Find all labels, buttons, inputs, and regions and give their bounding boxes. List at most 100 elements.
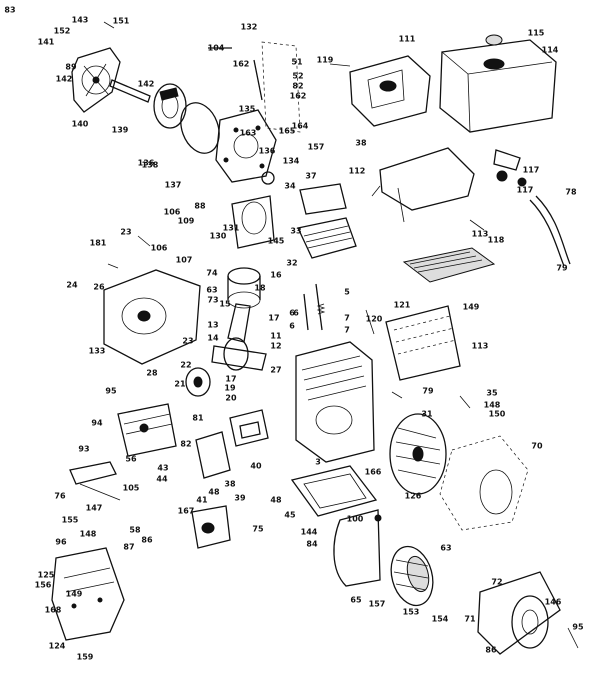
part-number-label: 96	[55, 537, 67, 547]
part-number-label: 56	[125, 454, 137, 464]
part-number-label: 124	[48, 641, 66, 651]
part-number-label: 164	[291, 121, 309, 131]
part-number-label: 26	[93, 282, 105, 292]
part-number-label: 5	[344, 287, 350, 297]
part-number-label: 151	[112, 16, 130, 26]
part-number-label: 132	[240, 22, 258, 32]
crankshaft-part	[211, 337, 267, 371]
part-number-label: 111	[398, 34, 416, 44]
part-number-label: 121	[393, 300, 411, 310]
part-number-label: 126	[404, 491, 422, 501]
part-number-label: 37	[305, 171, 317, 181]
part-number-label: 3	[315, 457, 321, 467]
part-number-label: 93	[78, 444, 90, 454]
part-number-label: 95	[572, 622, 584, 632]
flywheel-part	[389, 413, 447, 495]
cylinder-head-part	[297, 217, 357, 259]
muffler-part	[333, 509, 382, 587]
part-number-label: 34	[284, 181, 296, 191]
part-number-label: 167	[177, 506, 195, 516]
valve-spring-part	[303, 283, 326, 331]
part-number-label: 70	[531, 441, 543, 451]
head-bracket-part	[299, 183, 347, 215]
air-filter-part	[402, 247, 496, 283]
part-number-label: 143	[71, 15, 89, 25]
part-number-label: 154	[431, 614, 449, 624]
part-number-label: 72	[491, 577, 503, 587]
part-number-label: 44	[156, 474, 168, 484]
part-number-label: 38	[355, 138, 367, 148]
part-number-label: 149	[65, 589, 83, 599]
part-number-label: 152	[53, 26, 71, 36]
part-number-label: 45	[284, 510, 296, 520]
control-box-part	[51, 547, 125, 641]
part-number-label: 142	[137, 79, 155, 89]
part-number-label: 86	[485, 645, 497, 655]
part-number-label: 74	[206, 268, 218, 278]
part-number-label: 131	[222, 223, 240, 233]
part-number-label: 39	[234, 493, 246, 503]
part-number-label: 22	[180, 360, 192, 370]
crankcase-left-part	[103, 269, 201, 365]
part-number-label: 32	[286, 258, 298, 268]
part-number-label: 63	[206, 285, 218, 295]
part-number-label: 106	[150, 243, 168, 253]
fuel-line-part	[529, 195, 571, 267]
gear-part	[185, 367, 211, 397]
part-number-label: 58	[129, 525, 141, 535]
part-number-label: 86	[141, 535, 153, 545]
part-number-label: 118	[487, 235, 505, 245]
part-number-label: 148	[483, 400, 501, 410]
part-number-label: 23	[120, 227, 132, 237]
part-number-label: 19	[224, 383, 236, 393]
part-number-label: 168	[44, 605, 62, 615]
part-number-label: 136	[137, 158, 155, 168]
tire-part	[390, 545, 434, 607]
part-number-label: 133	[88, 346, 106, 356]
part-number-label: 159	[76, 652, 94, 662]
part-number-label: 107	[175, 255, 193, 265]
part-number-label: 84	[306, 539, 318, 549]
part-number-label: 140	[71, 119, 89, 129]
part-number-label: 82	[292, 81, 304, 91]
part-number-label: 156	[34, 580, 52, 590]
crankcase-cover-part	[215, 109, 277, 183]
part-number-label: 78	[565, 187, 577, 197]
part-number-label: 11	[270, 331, 282, 341]
part-number-label: 94	[91, 418, 103, 428]
carburetor-part	[117, 403, 177, 457]
part-number-label: 181	[89, 238, 107, 248]
starter-handle-part	[477, 571, 561, 655]
part-number-label: 63	[440, 543, 452, 553]
part-number-label: 113	[471, 229, 489, 239]
part-number-label: 23	[182, 336, 194, 346]
part-number-label: 89	[65, 62, 77, 72]
gasket-ring-part	[180, 102, 220, 154]
part-number-label: 20	[225, 393, 237, 403]
part-number-label: 7	[344, 325, 350, 335]
part-number-label: 162	[232, 59, 250, 69]
part-number-label: 75	[252, 524, 264, 534]
part-number-label: 136	[258, 146, 276, 156]
part-number-label: 28	[146, 368, 158, 378]
part-number-label: 147	[85, 503, 103, 513]
part-number-label: 79	[556, 263, 568, 273]
muffler-shield-part	[385, 305, 461, 381]
part-number-label: 114	[541, 45, 559, 55]
part-number-label: 157	[307, 142, 325, 152]
blower-housing-bottom-part	[290, 465, 378, 517]
primer-bulb-part	[191, 505, 231, 549]
part-number-label: 153	[402, 607, 420, 617]
piston-part	[227, 267, 261, 309]
part-number-label: 134	[282, 156, 300, 166]
part-number-label: 18	[254, 283, 266, 293]
part-number-label: 40	[250, 461, 262, 471]
part-number-label: 21	[174, 379, 186, 389]
part-number-label: 95	[105, 386, 117, 396]
part-number-label: 17	[268, 313, 280, 323]
part-number-label: 83	[4, 5, 16, 15]
part-number-label: 76	[54, 491, 66, 501]
fuel-tank-part	[439, 34, 557, 133]
part-number-label: 105	[122, 483, 140, 493]
